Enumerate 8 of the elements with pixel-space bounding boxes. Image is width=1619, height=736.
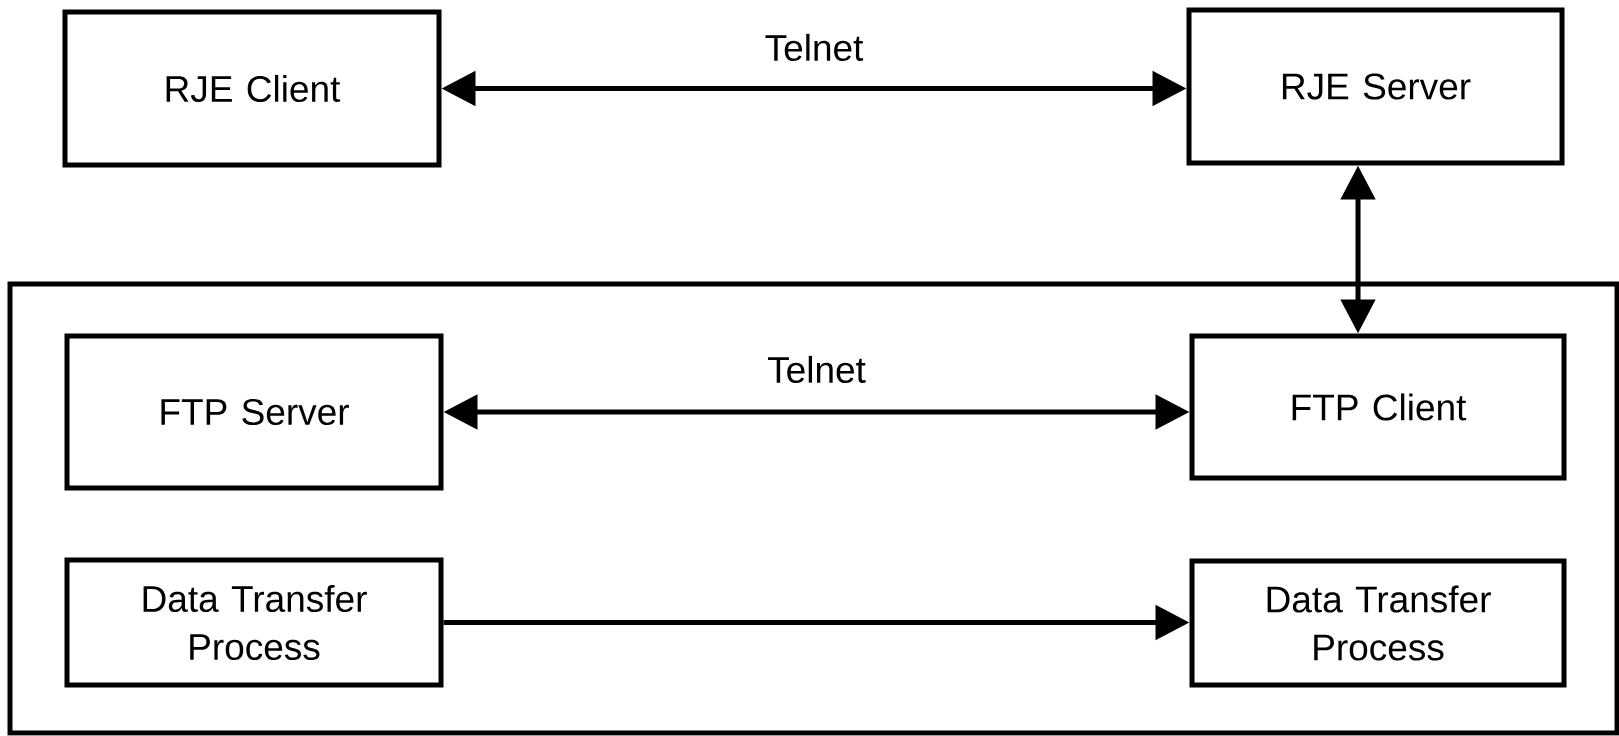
edge-label: Telnet — [765, 33, 864, 61]
process-box: RJE Client — [62, 9, 442, 168]
process-box: FTP Server — [64, 333, 444, 491]
edge-label: Telnet — [767, 355, 866, 383]
process-box: Data Transfer Process — [64, 557, 444, 688]
process-box: RJE Server — [1186, 7, 1565, 166]
process-box: Data Transfer Process — [1189, 558, 1567, 688]
process-box: FTP Client — [1189, 333, 1567, 481]
